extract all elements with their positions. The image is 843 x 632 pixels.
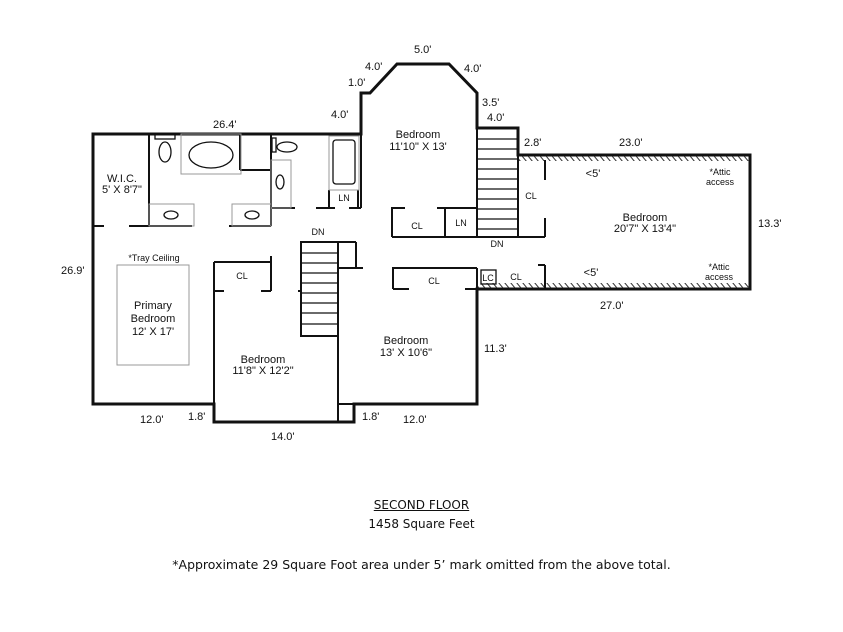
svg-text:LN: LN <box>455 218 467 228</box>
svg-text:5' X 8'7": 5' X 8'7" <box>102 184 142 196</box>
svg-text:4.0': 4.0' <box>365 61 382 73</box>
sink-icon <box>244 210 260 220</box>
footnote: *Approximate 29 Square Foot area under 5… <box>172 557 671 572</box>
svg-text:13' X 10'6": 13' X 10'6" <box>380 347 432 359</box>
svg-text:26.4': 26.4' <box>213 119 237 131</box>
dimension-labels: 26.4' 4.0' 1.0' 4.0' 5.0' 4.0' 3.5' 4.0'… <box>61 44 782 443</box>
toilet-icon <box>276 141 298 153</box>
exterior-walls <box>91 62 752 424</box>
svg-text:27.0': 27.0' <box>600 300 624 312</box>
svg-text:11'10" X 13': 11'10" X 13' <box>389 141 446 153</box>
low-ceiling-hatch-top <box>518 156 750 161</box>
svg-text:CL: CL <box>236 271 248 281</box>
svg-text:Bedroom: Bedroom <box>396 129 441 141</box>
feature-labels: LN CL LN CL DN DN CL CL LC CL <5' <5' *A… <box>236 167 734 286</box>
svg-text:*Tray Ceiling: *Tray Ceiling <box>128 253 179 263</box>
svg-text:4.0': 4.0' <box>331 109 348 121</box>
svg-text:20'7" X 13'4": 20'7" X 13'4" <box>614 223 676 235</box>
svg-text:4.0': 4.0' <box>464 63 481 75</box>
svg-text:CL: CL <box>411 221 423 231</box>
svg-text:<5': <5' <box>584 267 599 279</box>
svg-text:26.9': 26.9' <box>61 265 85 277</box>
floor-title: SECOND FLOOR <box>373 498 470 512</box>
bathroom-fixtures <box>116 133 497 366</box>
svg-text:CL: CL <box>510 272 522 282</box>
svg-text:3.5': 3.5' <box>482 97 499 109</box>
staircase-right <box>476 127 519 238</box>
svg-text:1.0': 1.0' <box>348 77 365 89</box>
room-labels: W.I.C. 5' X 8'7" *Tray Ceiling Primary B… <box>102 129 676 377</box>
floor-area: 1458 Square Feet <box>368 517 475 531</box>
svg-text:11'8" X 12'2": 11'8" X 12'2" <box>232 365 293 377</box>
svg-text:13.3': 13.3' <box>758 218 782 230</box>
bathtub-icon <box>188 141 234 169</box>
svg-text:DN: DN <box>312 227 325 237</box>
svg-text:1.8': 1.8' <box>188 411 205 423</box>
toilet-icon <box>158 141 172 163</box>
svg-text:4.0': 4.0' <box>487 112 504 124</box>
sink-icon <box>163 210 179 220</box>
svg-text:*Attic: *Attic <box>709 167 731 177</box>
svg-text:Bedroom: Bedroom <box>623 212 668 224</box>
svg-text:12.0': 12.0' <box>140 414 164 426</box>
toilet-tank-icon <box>154 133 176 140</box>
svg-text:Bedroom: Bedroom <box>131 313 176 325</box>
svg-text:access: access <box>706 177 735 187</box>
sink-icon <box>275 174 285 190</box>
svg-text:1.8': 1.8' <box>362 411 379 423</box>
linen-closet-box <box>480 269 497 285</box>
tub-surround <box>180 133 242 175</box>
svg-text:5.0': 5.0' <box>414 44 431 56</box>
svg-text:CL: CL <box>428 276 440 286</box>
svg-text:14.0': 14.0' <box>271 431 295 443</box>
svg-text:W.I.C.: W.I.C. <box>107 173 137 185</box>
svg-text:12.0': 12.0' <box>403 414 427 426</box>
svg-text:CL: CL <box>525 191 537 201</box>
svg-text:Primary: Primary <box>134 300 172 312</box>
svg-text:<5': <5' <box>586 168 601 180</box>
svg-text:*Attic: *Attic <box>708 262 730 272</box>
svg-text:2.8': 2.8' <box>524 137 541 149</box>
shower-tub-icon <box>332 139 356 185</box>
svg-text:LN: LN <box>338 193 350 203</box>
svg-text:23.0': 23.0' <box>619 137 643 149</box>
svg-text:LC: LC <box>482 273 494 283</box>
tray-ceiling-outline <box>116 264 190 366</box>
svg-text:DN: DN <box>491 239 504 249</box>
svg-text:Bedroom: Bedroom <box>241 354 286 366</box>
svg-text:Bedroom: Bedroom <box>384 335 429 347</box>
svg-text:12' X 17': 12' X 17' <box>132 326 174 338</box>
staircase-left <box>300 241 339 337</box>
low-ceiling-hatch-bottom <box>477 283 750 288</box>
svg-text:access: access <box>705 272 734 282</box>
svg-text:11.3': 11.3' <box>484 343 507 355</box>
